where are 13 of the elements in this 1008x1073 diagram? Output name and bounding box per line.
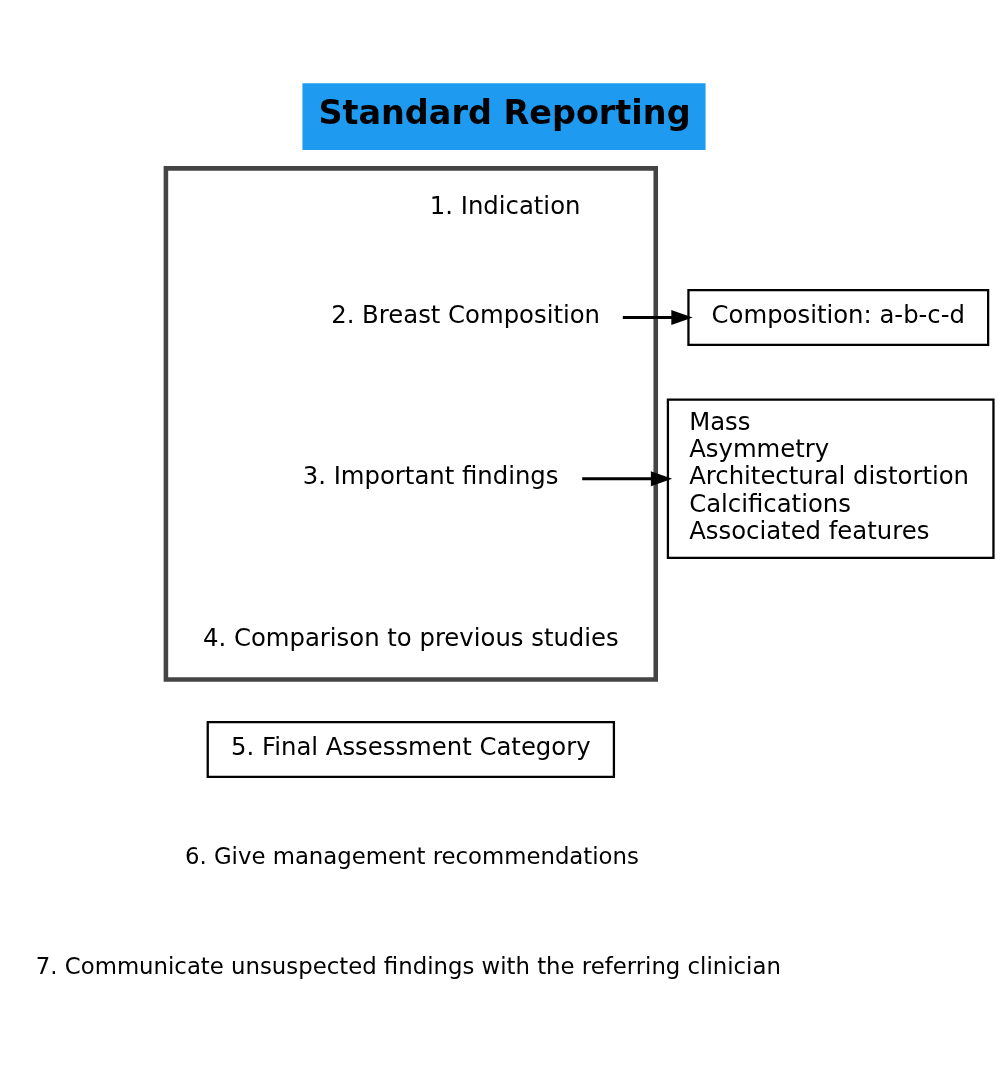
arrow	[582, 471, 673, 487]
diagram-title: Standard Reporting	[318, 92, 691, 132]
label: 6. Give management recommendations	[184, 843, 639, 870]
node-box: Composition: a-b-c-d	[687, 288, 990, 346]
node-box: Mass Asymmetry Architectural distortion Calcifications Associated features	[666, 398, 995, 559]
cluster	[163, 166, 658, 682]
node-text: 1. Indication	[429, 190, 581, 220]
arrow	[622, 309, 693, 325]
label: 7. Communicate unsuspected findings with the referring clinician	[35, 952, 781, 979]
node-text: 4. Comparison to previous studies	[202, 622, 619, 652]
node-text: 2. Breast Composition	[331, 300, 601, 330]
node-box: 5. Final Assessment Category	[206, 720, 616, 778]
node-text: 3. Important findings	[302, 461, 559, 491]
